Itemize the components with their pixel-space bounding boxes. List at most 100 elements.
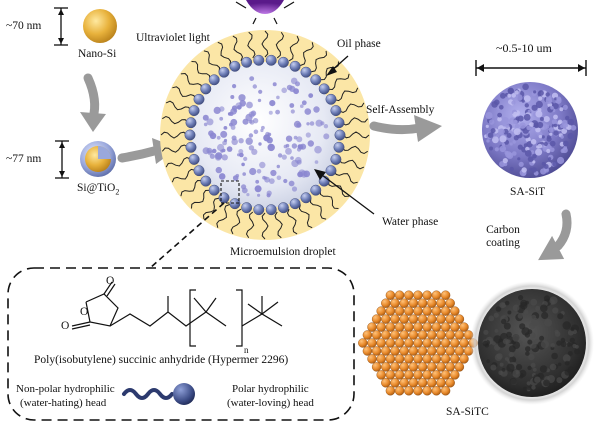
surfactant-tail xyxy=(202,197,220,220)
hex-sphere xyxy=(394,306,405,316)
water-particle xyxy=(315,119,323,127)
hex-sphere xyxy=(376,322,386,332)
sa-sitc-grain xyxy=(564,369,571,376)
sa-sit-grain xyxy=(501,143,506,147)
hex-sphere xyxy=(390,346,400,356)
sa-sit-grain xyxy=(491,101,498,108)
water-particle xyxy=(249,167,257,176)
water-particle xyxy=(288,180,295,187)
sa-sit-grain xyxy=(545,92,550,97)
water-particle xyxy=(268,110,273,115)
hex-sphere xyxy=(399,298,409,308)
hex-sphere xyxy=(404,306,414,316)
hex-sphere xyxy=(431,306,442,316)
sa-sit-grain xyxy=(549,140,556,147)
surfactant-tail xyxy=(319,190,339,209)
hex-sphere xyxy=(436,330,446,340)
sa-sitc-label: SA-SiTC xyxy=(446,406,489,418)
surfactant-tail xyxy=(261,30,269,58)
sa-sit-grain xyxy=(537,143,543,149)
water-particle xyxy=(277,153,283,158)
water-particle xyxy=(285,135,293,142)
sa-sitc-grain xyxy=(539,335,545,341)
hex-sphere xyxy=(376,370,386,380)
water-particle xyxy=(281,87,288,94)
sa-sitc-grain xyxy=(515,364,523,371)
sa-sitc-grain xyxy=(501,368,506,372)
water-particle xyxy=(203,122,208,127)
hex-sphere xyxy=(408,298,419,308)
hex-sphere xyxy=(408,330,419,340)
water-particle xyxy=(235,102,243,110)
sa-sit-grain xyxy=(551,119,558,125)
surfactant-tail xyxy=(334,87,359,102)
hex-sphere xyxy=(367,322,377,332)
sa-sitc-grain xyxy=(525,346,531,352)
atom-o-ring: O xyxy=(80,306,89,318)
water-particle xyxy=(232,84,237,89)
sa-sitc-grain xyxy=(544,318,552,327)
water-particle xyxy=(258,89,263,94)
water-particle xyxy=(241,184,247,190)
sa-sit-grain xyxy=(511,100,516,105)
hex-sphere xyxy=(404,290,414,300)
sa-sit-grain xyxy=(523,95,531,102)
sa-sitc-texture xyxy=(482,295,581,392)
sa-sit-grain xyxy=(501,117,509,124)
hex-sphere xyxy=(431,354,442,364)
hex-sphere xyxy=(427,330,437,340)
water-particle xyxy=(246,193,250,197)
sa-sitc-grain xyxy=(527,365,532,371)
sa-sit-grain xyxy=(513,135,519,141)
sa-sit-grain xyxy=(516,94,523,101)
surfactant-tail xyxy=(245,211,255,238)
surfactant-head xyxy=(241,202,253,214)
hex-sphere xyxy=(367,354,377,364)
sa-sit-grain xyxy=(524,150,532,157)
arrow-nano-to-sitio2 xyxy=(80,73,106,132)
water-particle xyxy=(207,150,213,156)
hex-sphere xyxy=(390,362,400,372)
surfactant-head xyxy=(330,153,342,165)
sa-sit-grain xyxy=(553,114,558,120)
hex-sphere xyxy=(454,346,465,356)
sa-sit-grain xyxy=(486,139,490,143)
water-particle xyxy=(276,164,280,169)
water-particle xyxy=(259,161,266,169)
hex-sphere xyxy=(459,322,469,332)
water-particle xyxy=(285,147,292,155)
sa-sitc-grain xyxy=(570,327,575,332)
hex-sphere xyxy=(413,386,423,396)
sa-sit-grain xyxy=(494,147,499,152)
water-particle xyxy=(220,130,228,138)
nano-si-particle xyxy=(83,9,117,43)
surfactant-head xyxy=(208,74,220,86)
sa-sit-grain xyxy=(550,106,554,110)
water-particle xyxy=(238,149,244,154)
sa-sitc-grain xyxy=(552,307,559,314)
sa-sit-grain xyxy=(492,136,499,144)
hex-sphere xyxy=(427,362,437,372)
hex-sphere xyxy=(381,378,391,388)
sa-sit-grain xyxy=(562,140,569,147)
sa-sitc-grain xyxy=(522,386,528,392)
surfactant-heads xyxy=(184,54,346,216)
sa-sitc-grain xyxy=(527,339,533,345)
sa-sitc-grain xyxy=(560,341,567,348)
sa-sit-grain xyxy=(541,135,545,139)
polar-head-label-1: Polar hydrophilic xyxy=(232,383,309,395)
sa-sitc-grain xyxy=(562,354,571,363)
sa-sitc-grain xyxy=(550,343,555,348)
water-particle xyxy=(261,125,265,130)
hex-sphere xyxy=(376,306,386,316)
water-particle xyxy=(206,118,214,126)
water-particle xyxy=(230,95,235,99)
sa-sit-grain xyxy=(559,107,564,112)
water-particle xyxy=(309,121,315,126)
hex-sphere xyxy=(422,338,432,348)
sa-sitc-grain xyxy=(519,323,526,330)
sa-sitc-grain xyxy=(509,377,517,385)
hex-sphere xyxy=(367,338,377,348)
sa-sit-grain xyxy=(518,161,524,167)
sa-sit-grain xyxy=(514,123,520,129)
